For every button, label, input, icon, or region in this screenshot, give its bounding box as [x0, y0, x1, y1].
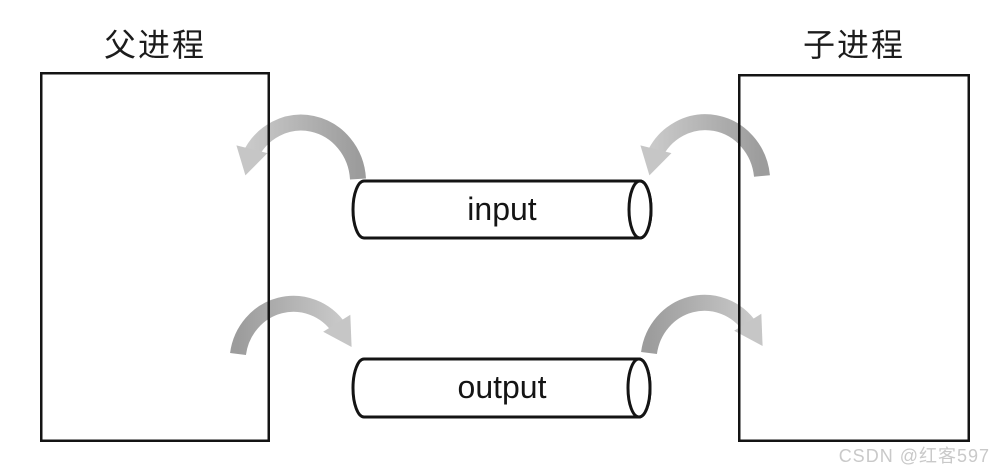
curved-arrow-input-to-parent — [236, 114, 366, 180]
parent-process-box — [40, 72, 270, 442]
child-process-label: 子进程 — [802, 27, 905, 63]
watermark: CSDN @红客597 — [838, 446, 990, 466]
pipe-output-label: output — [457, 369, 547, 405]
curved-arrow-child-to-input — [640, 114, 770, 178]
pipe-output-open-end — [626, 357, 652, 419]
pipe-input-open-end — [627, 179, 653, 240]
pipe-input — [351, 179, 653, 240]
child-process-box — [738, 74, 970, 442]
curved-arrow-parent-to-output — [230, 295, 352, 356]
pipe-output — [351, 357, 652, 419]
pipe-input-label: input — [467, 191, 537, 227]
parent-process-label: 父进程 — [103, 27, 206, 63]
curved-arrow-output-to-child — [641, 294, 763, 355]
